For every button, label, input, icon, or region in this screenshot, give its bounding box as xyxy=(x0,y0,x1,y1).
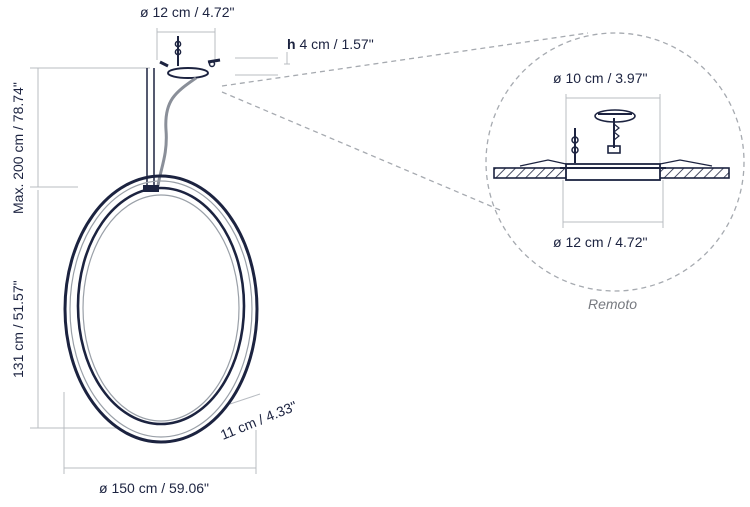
detail-inner-diameter-label: ø 10 cm / 3.97" xyxy=(553,70,648,86)
height-symbol: h xyxy=(287,36,296,52)
canopy-assembly xyxy=(146,36,221,187)
dimension-lines xyxy=(30,28,664,474)
zoom-callout xyxy=(221,32,745,292)
max-length-label: Max. 200 cm / 78.74" xyxy=(10,82,26,214)
detail-outer-diameter-label: ø 12 cm / 4.72" xyxy=(553,234,648,250)
ring-diameter-label: ø 150 cm / 59.06" xyxy=(99,480,210,496)
canopy-height-label: h 4 cm / 1.57" xyxy=(287,36,374,52)
canopy-diameter-label: ø 12 cm / 4.72" xyxy=(140,4,235,20)
ring-height-label: 131 cm / 51.57" xyxy=(10,280,26,378)
detail-caption: Remoto xyxy=(588,296,638,312)
detail-view xyxy=(493,109,730,181)
canopy-height-value: 4 cm / 1.57" xyxy=(299,36,374,52)
ring-lamp xyxy=(63,174,259,444)
